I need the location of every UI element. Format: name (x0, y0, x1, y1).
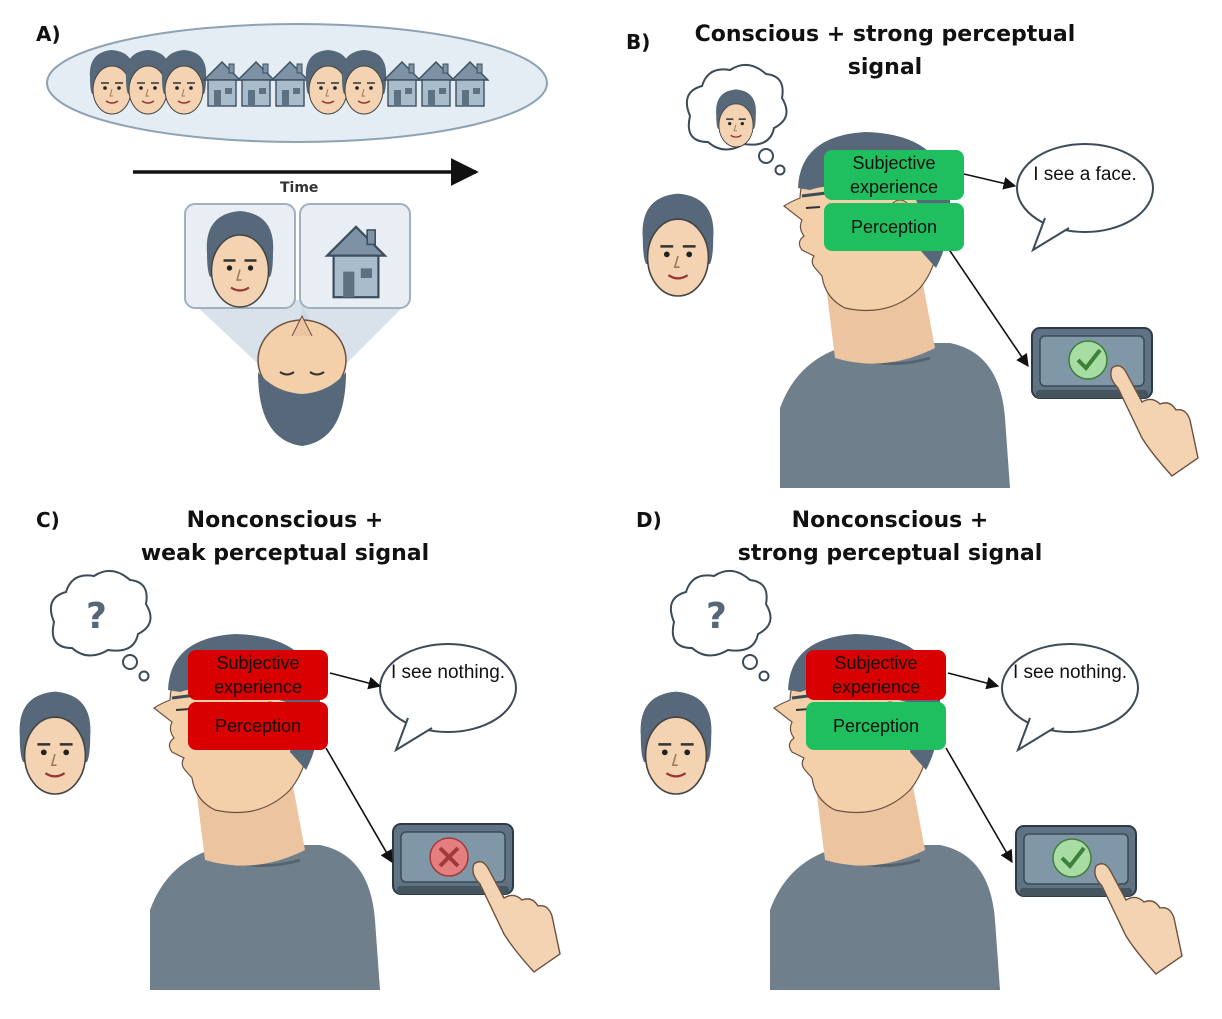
panel-a-observer (184, 203, 411, 446)
subjective-experience-box: Subjective experience (188, 650, 328, 700)
panel-d-title: Nonconscious + strong perceptual signal (720, 504, 1060, 570)
panel-d-label: D) (636, 508, 662, 532)
panel-c-title-line2: weak perceptual signal (140, 541, 430, 566)
panel-c-label: C) (36, 508, 60, 532)
perception-box: Perception (806, 702, 946, 750)
stimulus-face-icon (639, 690, 713, 796)
subjective-experience-box: Subjective experience (824, 150, 964, 200)
panel-d-title-line2: strong perceptual signal (737, 541, 1043, 566)
pointing-hand (472, 861, 561, 973)
perception-box: Perception (188, 702, 328, 750)
panel-c-title-line1: Nonconscious + (186, 508, 384, 533)
pointing-hand (1110, 365, 1199, 477)
sequence-face-icon (161, 49, 207, 115)
panel-d-title-line1: Nonconscious + (791, 508, 989, 533)
question-mark: ? (706, 596, 727, 637)
speech-text: I see nothing. (390, 662, 506, 683)
panel-a-label: A) (36, 22, 61, 46)
panel-c-illustration (18, 569, 561, 992)
time-axis-label: Time (280, 180, 319, 196)
experience-to-speech-arrow (963, 173, 1017, 190)
panel-b-title-line1: Conscious + strong perceptual (694, 22, 1076, 47)
perception-to-button-arrow (945, 747, 1013, 864)
speech-text: I see a face. (1033, 164, 1137, 185)
panel-b-title: Conscious + strong perceptual signal (680, 18, 1090, 84)
experience-to-speech-arrow (329, 672, 382, 690)
panel-d-illustration (639, 569, 1183, 992)
question-mark: ? (86, 596, 107, 637)
check-icon (1052, 838, 1092, 878)
perception-box: Perception (824, 203, 964, 251)
stimulus-face-icon (641, 192, 715, 298)
panel-c-title: Nonconscious + weak perceptual signal (120, 504, 450, 570)
panel-b-illustration (641, 63, 1199, 490)
perception-to-button-arrow (947, 247, 1029, 368)
pointing-hand (1094, 863, 1183, 975)
check-icon (1068, 340, 1108, 380)
speech-text: I see nothing. (1012, 662, 1128, 683)
panel-b-label: B) (626, 30, 651, 54)
subjective-experience-box: Subjective experience (806, 650, 946, 700)
perception-to-button-arrow (325, 747, 393, 864)
speech-bubble (1015, 142, 1155, 252)
panel-a-stimulus-sequence (46, 23, 548, 143)
thought-face-icon (715, 88, 757, 148)
experience-to-speech-arrow (947, 672, 1000, 690)
sequence-face-icon (341, 49, 387, 115)
stimulus-face-icon (18, 690, 92, 796)
panel-b-title-line2: signal (847, 55, 923, 80)
observer-face-stimulus-icon (205, 209, 275, 309)
